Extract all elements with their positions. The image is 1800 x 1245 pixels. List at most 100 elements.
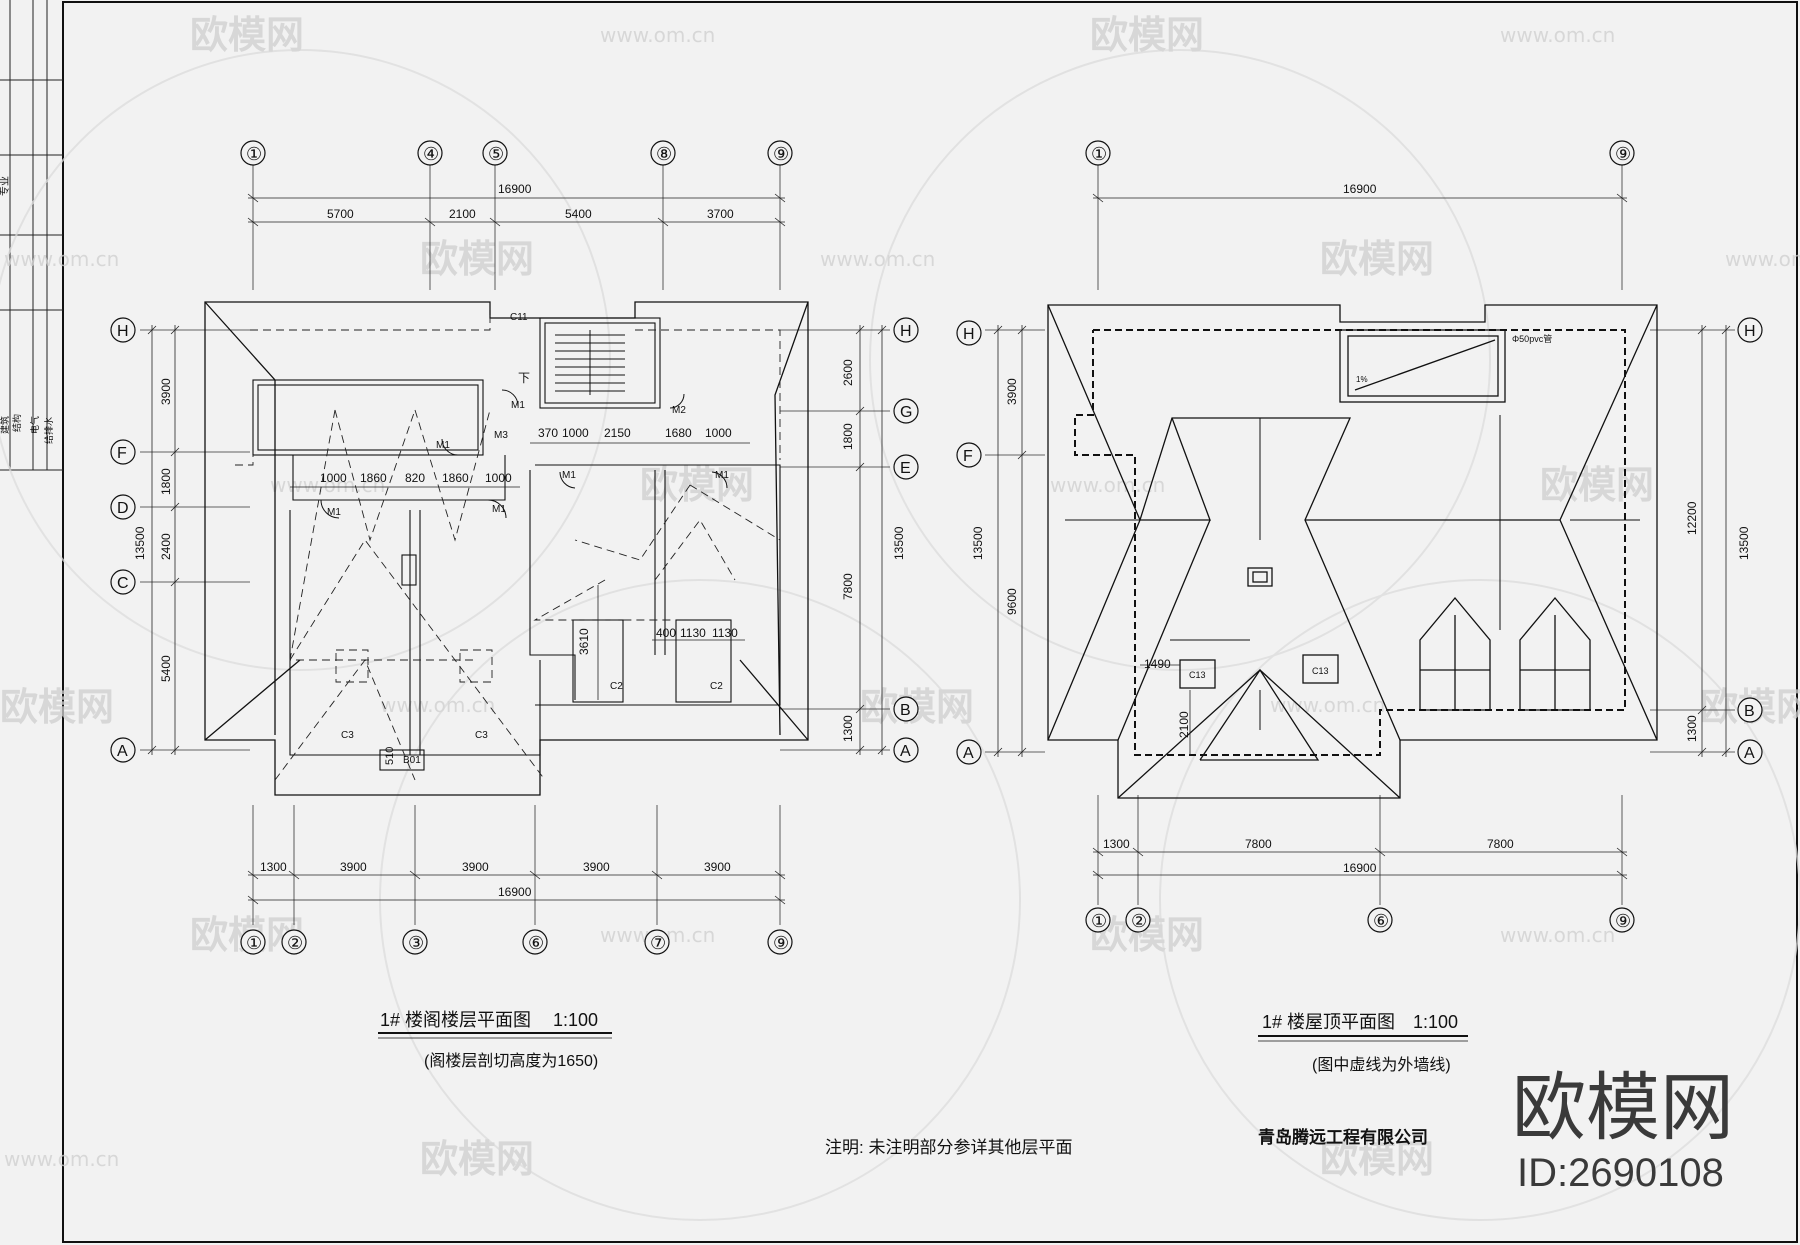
left-side-dim: 2400 (159, 533, 173, 560)
right-bottom-dims (1092, 847, 1628, 880)
inner-dim: 1130 (680, 626, 706, 640)
left-interior-walls (252, 317, 781, 771)
inner-dim: 1000 (562, 426, 589, 440)
right-plan-scale: 1:100 (1413, 1012, 1458, 1032)
watermark-logo: 欧模网 (1320, 1137, 1434, 1181)
title-block-disciplines: 建筑 结构 电气 给排水 (0, 414, 54, 444)
inner-dim: 1860 (360, 471, 387, 485)
bottom-dim: 7800 (1487, 837, 1514, 851)
axis-bubble-label: ① (246, 144, 262, 164)
tag: M1 (436, 440, 450, 451)
axis-bubble-label: ③ (408, 933, 424, 953)
tag: M1 (511, 400, 525, 411)
watermark-url: www.om.cn (380, 693, 495, 717)
watermark-logo: 欧模网 (420, 237, 534, 281)
watermark-url: www.om.cn (1500, 23, 1615, 47)
left-tags: C11 M1 M1 M1 M1 M1 M1 M2 M3 C2 C2 C3 C3 … (327, 312, 729, 766)
right-plan-subtitle: (图中虚线为外墙线) (1312, 1056, 1451, 1074)
axis-bubble-label: ① (246, 933, 262, 953)
left-side-total: 13500 (133, 526, 147, 560)
bottom-total: 16900 (498, 885, 532, 899)
watermark-url: www.om.cn (270, 473, 385, 497)
tag: C2 (610, 681, 623, 692)
tag: C13 (1312, 666, 1329, 676)
inner-dim: 1490 (1144, 657, 1171, 671)
tag: C3 (341, 730, 354, 741)
left-side-dim: 3900 (159, 378, 173, 405)
left-side-dim: 5400 (159, 655, 173, 682)
left-top-dim-3: 5400 (565, 207, 592, 221)
tag: C2 (710, 681, 723, 692)
axis-bubble-label: ⑧ (656, 144, 672, 164)
axis-bubble-label: ⑥ (528, 933, 544, 953)
bottom-dim: 3900 (583, 860, 610, 874)
row-axis-label: H (117, 323, 129, 340)
tag: C13 (1189, 670, 1206, 680)
row-axis-label: A (963, 745, 974, 762)
right-side-total: 13500 (971, 526, 985, 560)
inner-dim: 1130 (712, 626, 738, 640)
right-row-axes (956, 317, 1763, 765)
tag: M1 (715, 470, 729, 481)
watermark-logo: 欧模网 (190, 13, 304, 57)
left-bottom-axes (240, 929, 793, 955)
left-bottom-dims (247, 870, 786, 905)
watermark-logo: 欧模网 (420, 1137, 534, 1181)
axis-bubble-label: ⑨ (1615, 911, 1631, 931)
bottom-dim: 7800 (1245, 837, 1272, 851)
drainage-arrows (1065, 415, 1640, 730)
tag: 1% (1356, 375, 1368, 384)
inner-dim: 510 (384, 747, 396, 765)
axis-bubble-label: ⑨ (1615, 144, 1631, 164)
row-axis-label: E (900, 460, 911, 477)
stair-symbol (555, 330, 625, 395)
axis-bubble-label: ⑨ (773, 933, 789, 953)
row-axis-label: A (1744, 745, 1755, 762)
tag: C3 (475, 730, 488, 741)
left-top-axes (240, 140, 793, 166)
tag: 下 (518, 371, 530, 385)
bottom-dim: 3900 (462, 860, 489, 874)
right-side-dim: 1300 (841, 715, 855, 742)
bottom-total: 16900 (1343, 861, 1377, 875)
watermark-logo: 欧模网 (1090, 13, 1204, 57)
discipline-elec: 电气 (29, 416, 40, 434)
left-building-outline (204, 301, 809, 796)
left-plan-title: 1# 楼阁楼层平面图 (380, 1010, 531, 1030)
discipline-struct: 结构 (11, 414, 22, 432)
left-top-dim-2: 2100 (449, 207, 476, 221)
row-axis-label: C (117, 575, 129, 592)
row-axis-label: A (117, 743, 128, 760)
watermark-url: www.om.cn (600, 23, 715, 47)
right-plan: 16900 ① ⑨ 13500 3900 9600 12200 1300 135… (956, 140, 1763, 1074)
brand-id: ID:2690108 (1517, 1151, 1724, 1195)
bottom-dim: 1300 (260, 860, 287, 874)
right-top-total: 16900 (1343, 182, 1377, 196)
right-side-dim: 7800 (841, 573, 855, 600)
inner-dim: 370 (538, 426, 558, 440)
left-top-dim-4: 3700 (707, 207, 734, 221)
axis-bubble-label: ⑨ (773, 144, 789, 164)
left-plan-scale: 1:100 (553, 1010, 598, 1030)
row-axis-label: H (900, 323, 912, 340)
axis-bubble-label: ⑤ (488, 144, 504, 164)
left-roof-ridges (235, 302, 781, 781)
axis-bubble-label: ⑦ (650, 933, 666, 953)
axis-bubble-label: ⑥ (1373, 911, 1389, 931)
axis-bubble-label: ① (1091, 144, 1107, 164)
tag: M3 (494, 430, 508, 441)
title-block-cell: 专业 (0, 176, 11, 196)
bottom-dim: 1300 (1103, 837, 1130, 851)
right-side-dim: 1300 (1685, 715, 1699, 742)
row-axis-label: G (900, 404, 912, 421)
left-top-dims (247, 193, 786, 227)
sheet-border (62, 1, 1798, 1243)
left-doors (320, 389, 728, 519)
company-name: 青岛腾远工程有限公司 (1258, 1127, 1428, 1147)
inner-dim: 1680 (665, 426, 692, 440)
row-axis-label: F (963, 448, 973, 465)
watermark-logo: 欧模网 (1540, 463, 1654, 507)
inner-dim: 400 (656, 626, 676, 640)
tag: M1 (492, 504, 506, 515)
title-block (0, 0, 63, 471)
